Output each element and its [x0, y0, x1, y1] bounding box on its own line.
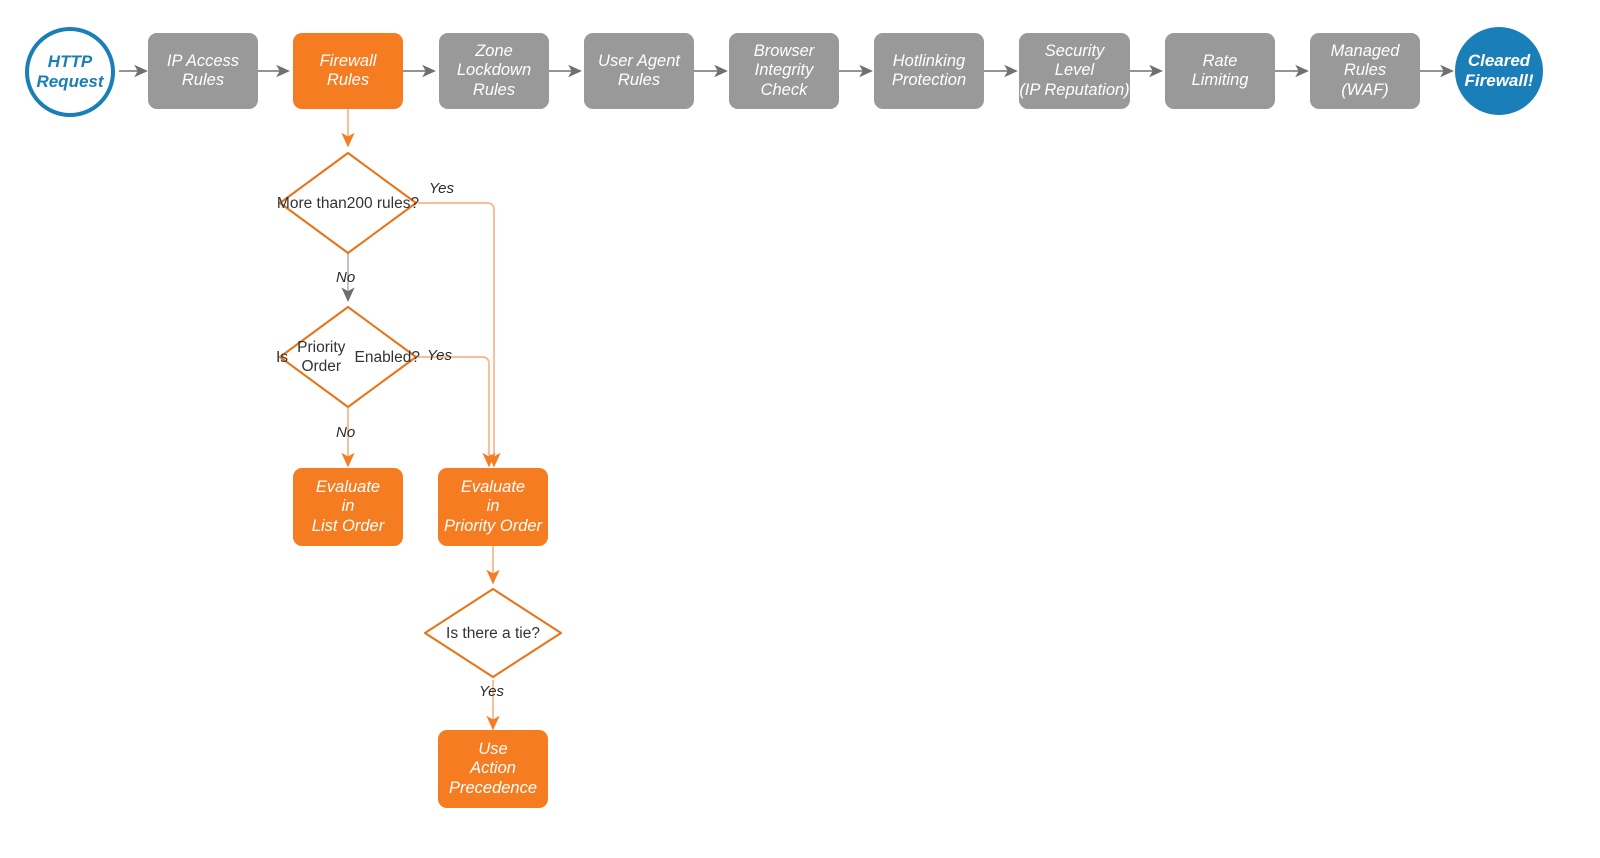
edge-label-yes-200: Yes [429, 180, 455, 197]
decision-label: Is there a tie? [446, 624, 540, 642]
edge-label-yes-tie: Yes [479, 683, 505, 700]
decision-is-there-a-tie[interactable]: Is there a tie? [421, 585, 565, 681]
edge-label-no-200: No [336, 269, 356, 286]
diamond-shape [278, 151, 418, 255]
diamond-shape [423, 587, 563, 679]
diamond-shape [278, 305, 418, 409]
edge-label-no-priority: No [336, 424, 356, 441]
edge-priority-yes [418, 356, 496, 468]
edge-label-yes-priority: Yes [427, 347, 453, 364]
edge-rulecount-yes [418, 202, 501, 468]
